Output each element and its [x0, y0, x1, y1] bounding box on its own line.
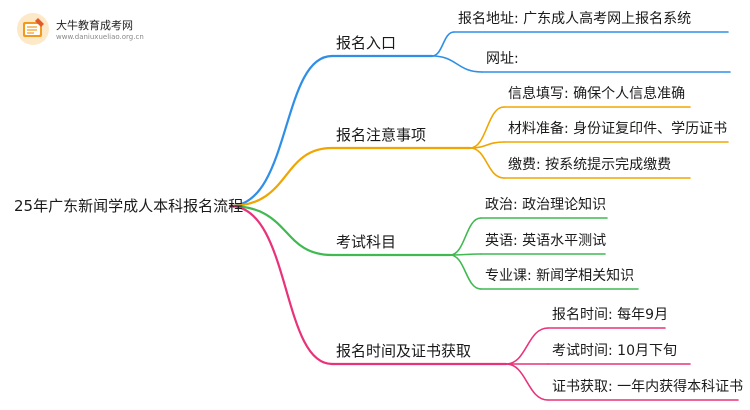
- leaf-connector: [449, 254, 482, 290]
- root-topic: 25年广东新闻学成人本科报名流程: [14, 197, 244, 215]
- leaf-connector: [449, 217, 482, 256]
- leaf-registration-address: 报名地址: 广东成人高考网上报名系统: [458, 11, 692, 27]
- branch-connector: [228, 204, 334, 366]
- leaf-registration-time: 报名时间: 每年9月: [552, 307, 669, 323]
- site-logo: 大牛教育成考网 www.daniuxueliao.org.cn: [16, 10, 196, 50]
- branch-registration-entry: 报名入口: [336, 34, 397, 52]
- leaf-english: 英语: 英语水平测试: [485, 233, 607, 249]
- branch-registration-notes: 报名注意事项: [336, 126, 427, 144]
- leaf-politics: 政治: 政治理论知识: [485, 197, 607, 213]
- branch-connector: [228, 146, 334, 208]
- leaf-connector: [469, 106, 505, 149]
- leaf-major-course: 专业课: 新闻学相关知识: [485, 268, 635, 284]
- branch-connector: [228, 54, 334, 208]
- leaf-connector: [431, 55, 483, 73]
- logo-url: www.daniuxueliao.org.cn: [56, 33, 144, 41]
- book-pencil-icon: [17, 13, 49, 45]
- leaf-connector: [469, 147, 505, 179]
- leaf-payment: 缴费: 按系统提示完成缴费: [508, 157, 672, 173]
- leaf-connector: [505, 327, 549, 365]
- leaf-connector: [505, 363, 549, 401]
- leaf-connector: [469, 141, 505, 149]
- branch-exam-subjects: 考试科目: [336, 233, 397, 251]
- leaf-materials: 材料准备: 身份证复印件、学历证书: [508, 121, 728, 137]
- branch-time-and-certificate: 报名时间及证书获取: [336, 342, 472, 360]
- leaf-website: 网址:: [486, 51, 519, 67]
- leaf-connector: [431, 31, 455, 57]
- leaf-certificate: 证书获取: 一年内获得本科证书: [552, 379, 744, 395]
- leaf-info-filling: 信息填写: 确保个人信息准确: [508, 86, 686, 102]
- leaf-exam-time: 考试时间: 10月下旬: [552, 343, 677, 359]
- branch-connector: [228, 204, 334, 257]
- logo-title: 大牛教育成考网: [56, 19, 133, 32]
